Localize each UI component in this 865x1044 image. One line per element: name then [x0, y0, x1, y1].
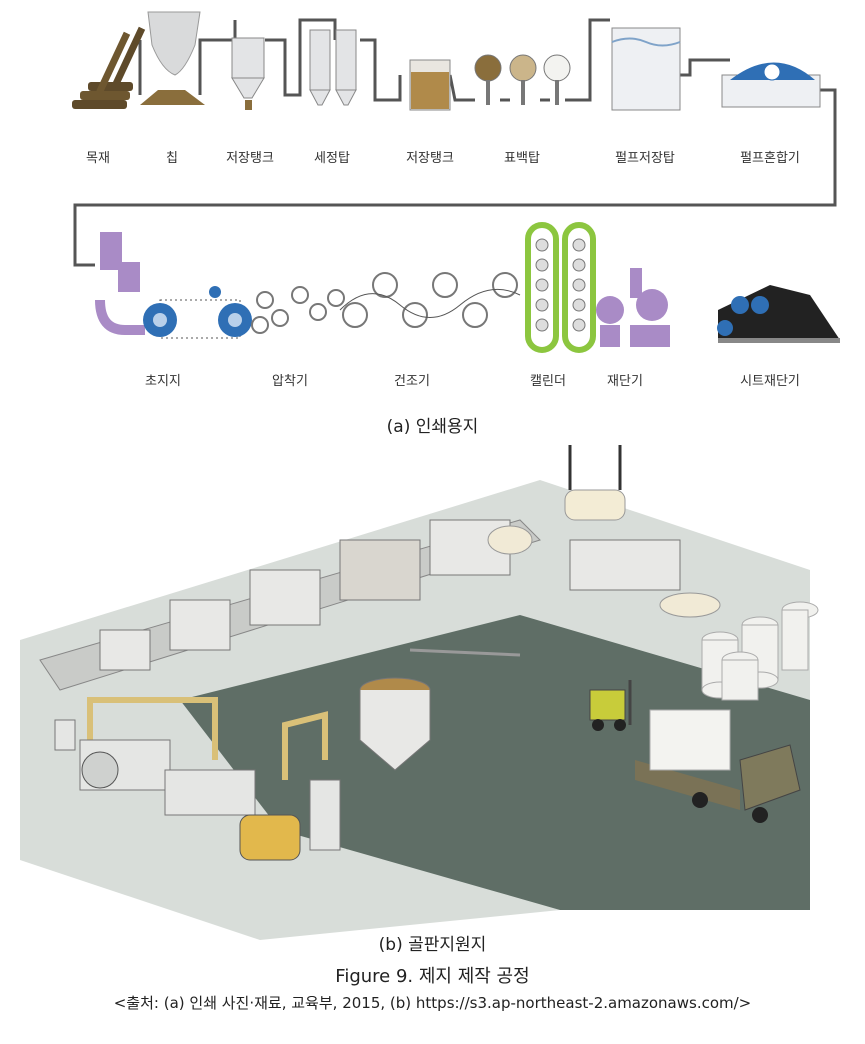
- label-dryer: 건조기: [394, 374, 430, 389]
- paper-machine-icon: [95, 232, 252, 339]
- press-icon: [251, 286, 345, 334]
- panel-a-printing-paper: 목재 칩 저장탱크 세정탑 저장탱크 표백탑 펄프저장탑 펄프혼합기: [72, 11, 840, 389]
- label-storage-tank: 저장탱크: [226, 151, 274, 166]
- caption-b: (b) 골판지원지: [378, 935, 487, 955]
- pulper-icon: [54, 719, 341, 861]
- label-paper-machine: 초지지: [145, 374, 181, 389]
- label-calender: 캘린더: [530, 374, 566, 389]
- storage-tank-2-icon: [409, 59, 451, 111]
- label-washing-tower: 세정탑: [314, 151, 350, 166]
- caption-a: (a) 인쇄용지: [386, 417, 479, 437]
- washing-tower-icon: [309, 29, 357, 106]
- chipper-icon: [140, 11, 205, 105]
- process-pipe-row1: [73, 18, 837, 267]
- label-sheet-cutter: 시트재단기: [740, 374, 800, 389]
- crane-roll-icon: [564, 445, 626, 521]
- winder-icon: [569, 539, 721, 618]
- forklift-icon: [589, 680, 632, 731]
- panel-b-corrugated-paper: [20, 445, 819, 940]
- dryer-icon: [339, 272, 521, 328]
- label-pulp-storage: 펄프저장탑: [615, 151, 675, 166]
- pulp-silo-icon: [359, 648, 521, 771]
- label-press: 압착기: [272, 374, 308, 389]
- label-chip: 칩: [166, 151, 178, 166]
- truck-icon: [635, 709, 801, 823]
- label-wood: 목재: [86, 151, 110, 166]
- calender-icon: [525, 222, 596, 353]
- figure-source: <출처: (a) 인쇄 사진·재료, 교육부, 2015, (b) https:…: [113, 994, 752, 1012]
- pulp-mixer-icon: [721, 62, 821, 108]
- bleaching-tower-icon: [474, 54, 571, 105]
- label-bleach-tower: 표백탑: [504, 151, 540, 166]
- panel-b-pipes: [87, 697, 328, 780]
- label-storage-tank-2: 저장탱크: [406, 151, 454, 166]
- cutter-icon: [596, 268, 670, 347]
- production-line-icon: [39, 519, 541, 691]
- figure-title: Figure 9. 제지 제작 공정: [335, 966, 530, 987]
- label-pulp-mixer: 펄프혼합기: [740, 151, 800, 166]
- label-cutter: 재단기: [607, 374, 643, 389]
- pulp-storage-tower-icon: [611, 27, 681, 111]
- sheet-cutter-icon: [717, 285, 840, 343]
- storage-tank-icon: [231, 37, 265, 110]
- paper-rolls-stack-icon: [701, 601, 819, 701]
- wood-logs-icon: [72, 26, 146, 109]
